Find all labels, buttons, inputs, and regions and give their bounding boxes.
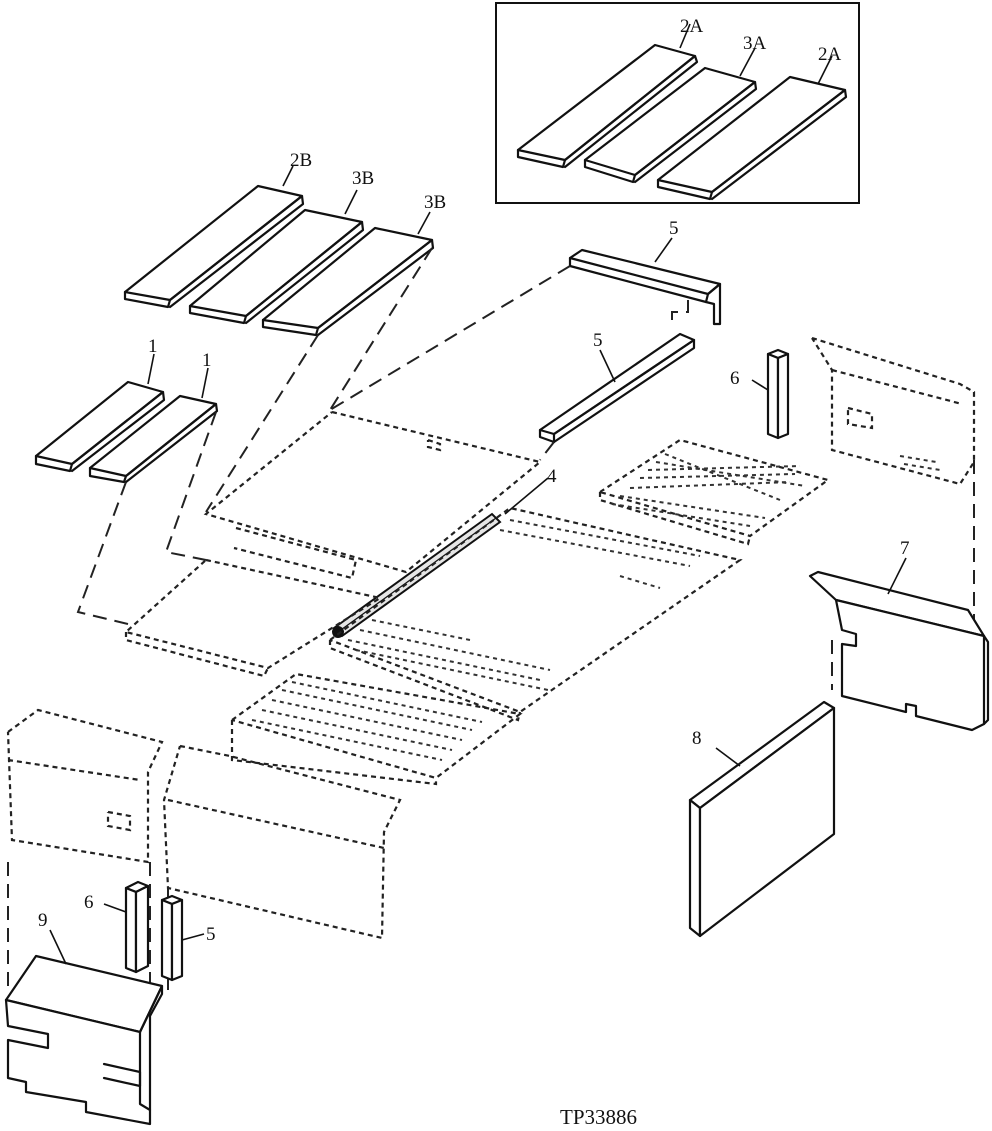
callout-inset-2a-left: 2A [680,16,704,37]
inset-box: 2A 3A 2A [495,2,860,204]
pad-1-right [88,394,219,484]
rail-5 [538,332,696,444]
callout-5-rail: 5 [593,330,603,351]
callout-2b: 2B [290,150,312,171]
bracket-5-upper [568,248,722,326]
callout-1-left: 1 [148,336,158,357]
callout-1-right: 1 [202,350,212,371]
inset-pad-3a [583,66,758,184]
pad-3b-right [261,226,435,337]
callout-5-lower: 5 [206,924,216,945]
panel-9 [4,954,164,1126]
callout-6-upper: 6 [730,368,740,389]
block-6-upper [766,348,790,440]
pad-3b-middle [188,208,365,325]
assembly-outline [6,247,976,990]
callout-8: 8 [692,728,702,749]
inset-pad-2a-left [516,43,699,169]
callout-6-lower: 6 [84,892,94,913]
inset-pad-2a-right [656,75,848,201]
panel-8 [688,700,836,938]
block-5-lower [160,894,184,982]
callout-7: 7 [900,538,910,559]
pad-1-left [34,380,166,473]
callout-5-upper: 5 [669,218,679,239]
block-6-lower [124,880,150,974]
callout-9: 9 [38,910,48,931]
callout-3b-middle: 3B [352,168,374,189]
callout-3b-right: 3B [424,192,446,213]
pad-2b [123,184,305,309]
callout-inset-3a: 3A [743,33,767,54]
panel-7 [808,570,990,732]
callout-inset-2a-right: 2A [818,44,842,65]
figure-code: TP33886 [560,1105,637,1129]
callout-4: 4 [547,466,557,487]
